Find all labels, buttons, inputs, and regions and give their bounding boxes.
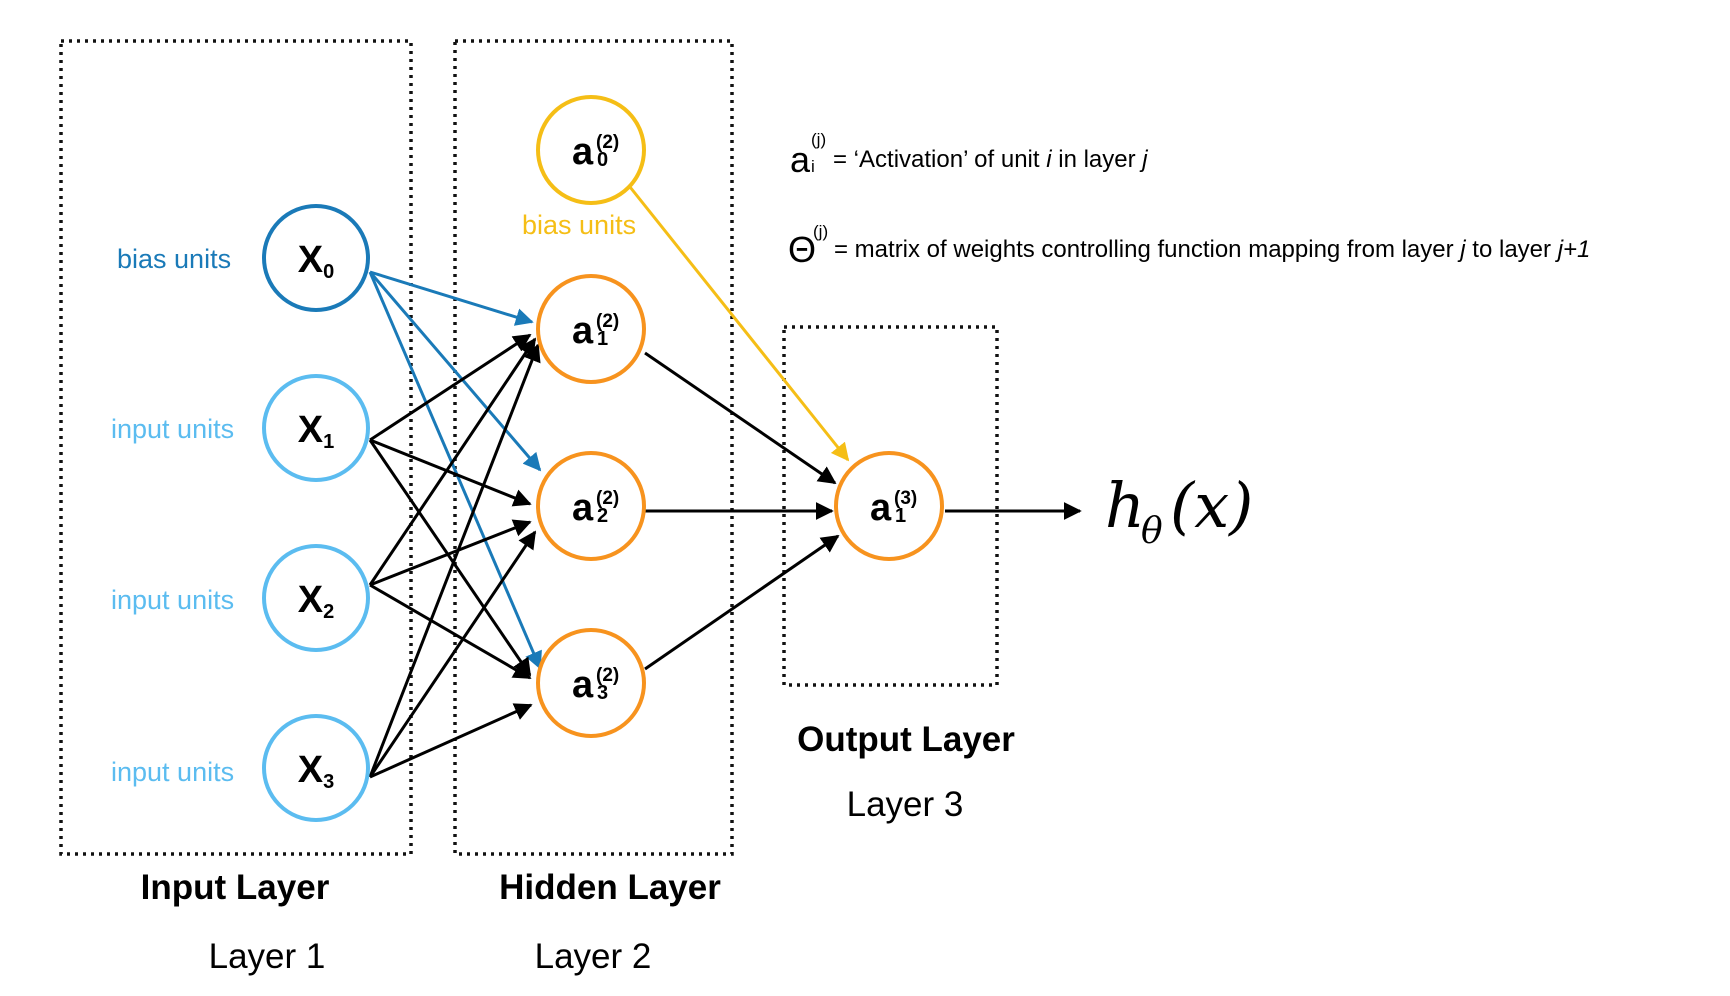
svg-text:0: 0 — [597, 149, 608, 171]
svg-text:a: a — [870, 487, 892, 529]
edge-x1-a2 — [369, 438, 532, 507]
svg-text:X1: X1 — [298, 409, 334, 453]
edge-x3-a3 — [369, 703, 533, 779]
label-input-units-2: input units — [111, 585, 234, 615]
node-x0: X0 — [262, 204, 370, 312]
svg-text:a: a — [572, 664, 594, 706]
edge-a3-out — [644, 534, 840, 671]
label-bias-units-input: bias units — [117, 244, 231, 274]
node-a2: a (2) 2 — [536, 451, 646, 561]
edge-a0-out — [628, 186, 850, 462]
svg-text:2: 2 — [597, 505, 608, 527]
edge-x3-a2 — [368, 530, 537, 778]
label-input-units-1: input units — [111, 414, 234, 444]
svg-text:a: a — [790, 139, 811, 180]
legend-theta: Θ (j) = matrix of weights controlling fu… — [788, 222, 1590, 270]
edge-x3-a1 — [368, 343, 541, 778]
node-a0: a (2) 0 — [536, 95, 646, 205]
svg-text:a: a — [572, 310, 594, 352]
edge-x2-a1 — [368, 337, 537, 586]
node-x1: X1 — [262, 374, 370, 482]
svg-text:(j): (j) — [811, 130, 826, 149]
edges-hidden-output — [644, 351, 1082, 671]
svg-text:X3: X3 — [298, 749, 334, 793]
output-layer-box — [782, 325, 999, 687]
svg-text:i: i — [811, 157, 815, 176]
output-layer-subtitle: Layer 3 — [847, 785, 964, 824]
output-layer-title: Output Layer — [797, 720, 1015, 759]
svg-text:(x): (x) — [1170, 469, 1253, 542]
hidden-layer-subtitle: Layer 2 — [535, 937, 652, 976]
svg-text:1: 1 — [895, 505, 906, 527]
edge-x2-a3 — [369, 583, 532, 680]
svg-text:(3): (3) — [894, 488, 917, 509]
edge-x1-a1 — [369, 333, 532, 442]
svg-text:1: 1 — [597, 328, 608, 350]
input-layer-subtitle: Layer 1 — [209, 937, 326, 976]
svg-text:θ: θ — [1141, 511, 1163, 552]
svg-text:(2): (2) — [596, 311, 619, 332]
svg-text:Θ: Θ — [788, 229, 816, 270]
hidden-layer-title: Hidden Layer — [499, 868, 721, 907]
svg-text:X0: X0 — [298, 239, 334, 283]
label-input-units-3: input units — [111, 757, 234, 787]
label-bias-units-hidden: bias units — [522, 210, 636, 240]
svg-text:3: 3 — [597, 682, 608, 704]
node-x3: X3 — [262, 714, 370, 822]
node-a3: a (2) 3 — [536, 628, 646, 738]
svg-text:a: a — [572, 487, 594, 529]
svg-text:(2): (2) — [596, 488, 619, 509]
svg-text:(2): (2) — [596, 665, 619, 686]
node-a1: a (2) 1 — [536, 274, 646, 384]
svg-text:= ‘Activation’ of unit i in l: = ‘Activation’ of unit i in layer j — [833, 146, 1148, 173]
output-expression: h θ (x) — [1105, 469, 1253, 552]
edge-x0-a1 — [369, 270, 534, 326]
svg-text:(j): (j) — [813, 222, 828, 241]
edges-bias-input — [368, 270, 542, 670]
edge-x0-a3 — [368, 271, 542, 670]
edge-x1-a3 — [368, 439, 532, 677]
edge-x2-a2 — [369, 519, 532, 587]
input-layer-title: Input Layer — [141, 868, 330, 907]
node-x2: X2 — [262, 544, 370, 652]
svg-text:X2: X2 — [298, 579, 334, 623]
edge-a1-out — [644, 351, 837, 485]
svg-text:h: h — [1105, 469, 1145, 542]
legend-activation: a (j) i = ‘Activation’ of unit i in laye… — [790, 130, 1148, 180]
input-layer-box — [59, 39, 413, 856]
node-output: a (3) 1 — [834, 451, 944, 561]
edge-x0-a2 — [368, 271, 542, 472]
svg-text:a: a — [572, 131, 594, 173]
hidden-layer-box — [453, 39, 734, 856]
edges-input-hidden — [368, 333, 541, 779]
svg-text:= matrix of weights controllin: = matrix of weights controlling function… — [834, 236, 1590, 263]
svg-text:(2): (2) — [596, 132, 619, 153]
